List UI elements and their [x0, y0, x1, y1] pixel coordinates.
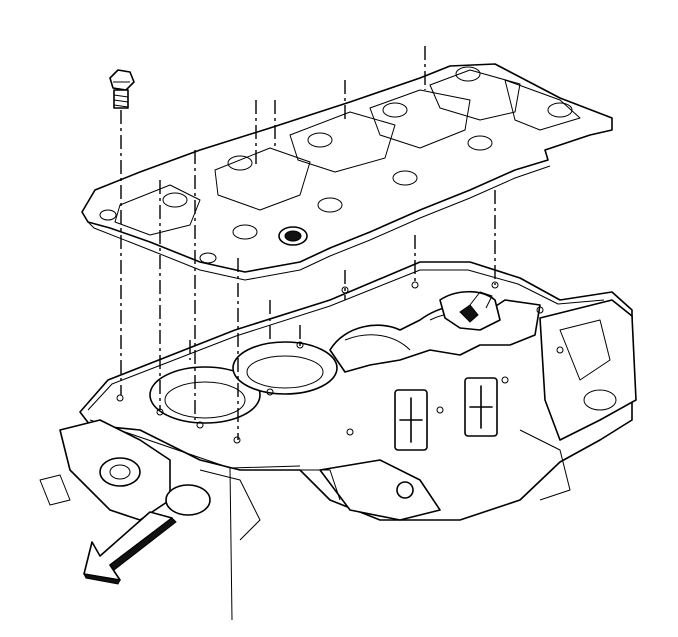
direction-arrow-icon: [83, 511, 177, 585]
alignment-lines: [120, 46, 496, 440]
engine-block: [39, 261, 637, 621]
gasket-plate: [81, 63, 613, 281]
bolt: [109, 69, 135, 109]
